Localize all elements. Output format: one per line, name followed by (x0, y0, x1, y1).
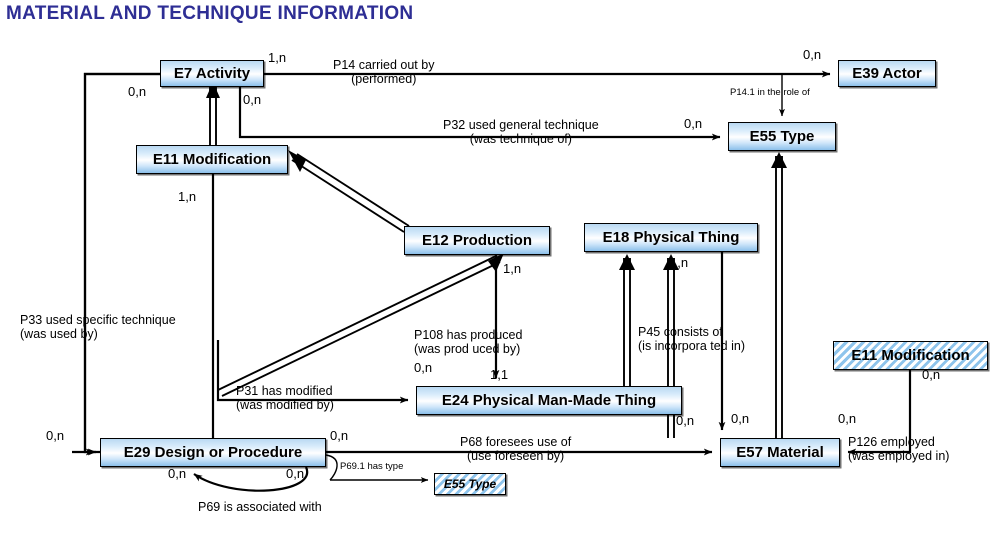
property-label-p14-1-line1: P14.1 in the role of (730, 87, 810, 98)
cardinality-e7-out-top: 1,n (268, 50, 287, 65)
property-label-p14: P14 carried out by (performed) (333, 58, 434, 86)
edge-isa-e12-e11a-l (291, 159, 405, 233)
property-label-p69-1-line1: P69.1 has type (340, 461, 404, 472)
page-title: MATERIAL AND TECHNIQUE INFORMATION (6, 3, 414, 24)
cardinality-e11b-down: 0,n (922, 367, 941, 382)
entity-box-e55-type[interactable]: E55 Type (728, 122, 836, 151)
property-label-p45-line2: (is incorpora ted in) (638, 339, 745, 353)
cardinality-e18-down: 1,n (670, 255, 689, 270)
property-label-p14-line1: P14 carried out by (333, 58, 435, 72)
edge-p69-1-stub (325, 454, 338, 481)
cardinality-e55a-in: 0,n (684, 116, 703, 131)
cardinality-e24-top: 1,1 (490, 367, 509, 382)
cardinality-e57-top: 0,n (731, 411, 750, 426)
cardinality-e57-right: 0,n (838, 411, 857, 426)
cardinality-e7-left: 0,n (128, 84, 147, 99)
cardinality-e39-in: 0,n (803, 47, 822, 62)
cardinality-e12-down: 1,n (503, 261, 522, 276)
entity-box-e29-design-or-procedure[interactable]: E29 Design or Procedure (100, 438, 326, 467)
cardinality-e29-right: 0,n (330, 428, 349, 443)
cardinality-e24-left: 0,n (414, 360, 433, 375)
property-label-p108: P108 has produced (was prod uced by) (414, 328, 522, 356)
isa-head-e55a (771, 152, 787, 168)
property-label-p31-line1: P31 has modified (236, 384, 333, 398)
edge-isa-e29-e12-l (217, 255, 497, 391)
property-label-p32-line1: P32 used general technique (443, 118, 599, 132)
property-label-p14-line2: (performed) (351, 72, 417, 86)
property-label-p33-line2: (was used by) (20, 327, 98, 341)
entity-box-e55-type-hatched[interactable]: E55 Type (434, 473, 506, 495)
entity-box-e11-modification-hatched[interactable]: E11 Modification (833, 341, 988, 370)
cardinality-e11a-down: 1,n (178, 189, 197, 204)
property-label-p126: P126 employed (was employed in) (848, 435, 949, 463)
entity-box-e39-actor[interactable]: E39 Actor (838, 60, 936, 87)
property-label-p33-line1: P33 used specific technique (20, 313, 176, 327)
property-label-p68-line1: P68 foresees use of (460, 435, 572, 449)
isa-head-e12 (488, 253, 504, 272)
entity-box-e7-activity[interactable]: E7 Activity (160, 60, 264, 87)
property-label-p108-line2: (was prod uced by) (414, 342, 521, 356)
property-label-p68-line2: (use foreseen by) (466, 449, 565, 463)
cardinality-e29-loop-right: 0,n (286, 466, 305, 481)
entity-box-e12-production[interactable]: E12 Production (404, 226, 550, 255)
entity-box-e57-material[interactable]: E57 Material (720, 438, 840, 467)
edge-p33-left (83, 72, 160, 456)
property-label-p68: P68 foresees use of (use foreseen by) (460, 435, 571, 463)
entity-box-e24-physical-man-made-thing[interactable]: E24 Physical Man-Made Thing (416, 386, 682, 415)
property-label-p69-1: P69.1 has type (340, 461, 404, 473)
property-label-p45-line1: P45 consists of (638, 325, 723, 339)
property-label-p69: P69 is associated with (198, 500, 322, 514)
cardinality-e57-left: 0,n (676, 413, 695, 428)
property-label-p32-line2: (was technique of) (469, 132, 572, 146)
property-label-p108-line1: P108 has produced (414, 328, 523, 342)
property-label-p31: P31 has modified (was modified by) (236, 384, 334, 412)
edge-isa-e12-e11a-r (296, 153, 410, 227)
entity-box-e18-physical-thing[interactable]: E18 Physical Thing (584, 223, 758, 252)
property-label-p126-line1: P126 employed (848, 435, 935, 449)
property-label-p31-line2: (was modified by) (236, 398, 334, 412)
property-label-p33: P33 used specific technique (was used by… (20, 313, 176, 341)
isa-head-e18-e24 (619, 254, 635, 270)
property-label-p126-line2: (was employed in) (848, 449, 950, 463)
property-label-p69-line1: P69 is associated with (198, 500, 322, 514)
isa-head-e11a (288, 150, 306, 172)
cardinality-e29-left: 0,n (46, 428, 65, 443)
entity-box-e11-modification[interactable]: E11 Modification (136, 145, 288, 174)
cardinality-e29-loop-left: 0,n (168, 466, 187, 481)
edge-p33 (83, 72, 160, 452)
property-label-p14-1: P14.1 in the role of (730, 87, 810, 99)
cardinality-e7-below: 0,n (243, 92, 262, 107)
property-label-p45: P45 consists of (is incorpora ted in) (638, 325, 745, 353)
property-label-p32: P32 used general technique (was techniqu… (443, 118, 599, 146)
